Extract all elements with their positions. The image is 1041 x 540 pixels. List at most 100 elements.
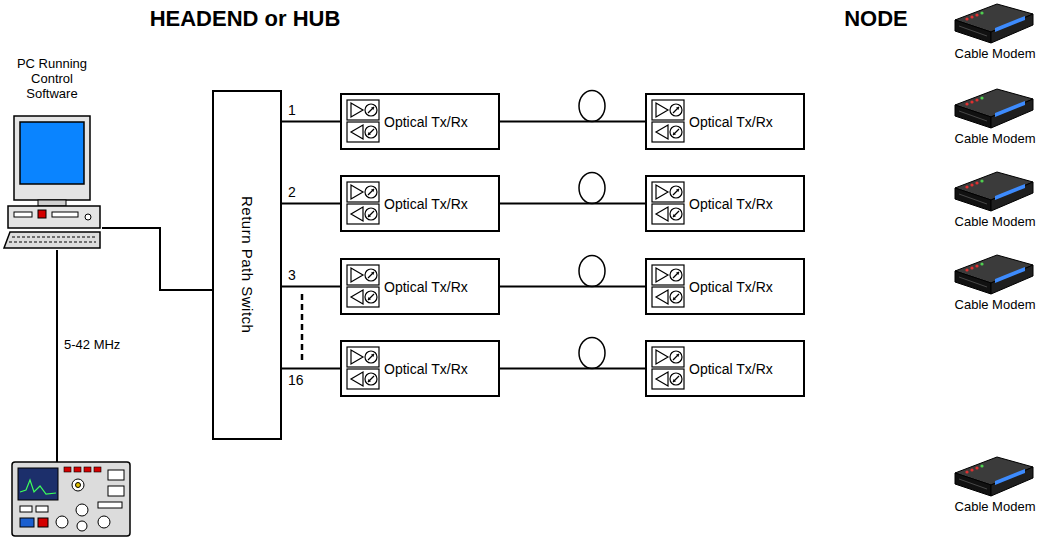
- transceiver-icon-part: [371, 107, 374, 110]
- transceiver-icon-part: [365, 104, 377, 116]
- cable-modem-icon-part: [955, 20, 991, 43]
- transceiver-icon-part: [351, 207, 363, 221]
- transceiver-icon-part: [670, 186, 682, 198]
- pc-illustration: [4, 116, 100, 248]
- cable-modem-icon: [951, 170, 1035, 212]
- cable-modem-icon-part: [995, 16, 1025, 32]
- transceiver-icon-part: [670, 373, 682, 385]
- signal-line: [500, 203, 645, 205]
- spectrum-analyzer-part: [84, 467, 91, 472]
- pc-illustration-part: [8, 206, 100, 228]
- transceiver-icon-part: [371, 272, 374, 275]
- transceiver-icon-part: [656, 290, 668, 304]
- transceiver-icon-part: [673, 214, 676, 217]
- device-caption: Cable Modem: [950, 499, 1040, 514]
- spectrum-analyzer-part: [12, 462, 130, 536]
- device-caption: PC Running Control Software: [2, 56, 102, 101]
- transceiver-icon-part: [347, 182, 379, 202]
- cable-modem-icon-part: [991, 99, 1033, 128]
- fiber-loop-part: [579, 91, 605, 122]
- transceiver-icon-part: [347, 100, 379, 120]
- cable-modem-icon-part: [975, 13, 978, 16]
- pc-illustration-part: [14, 116, 90, 200]
- device-caption: Cable Modem: [950, 297, 1040, 312]
- cable-modem-icon-part: [991, 182, 1033, 211]
- spectrum-analyzer-part: [38, 518, 48, 527]
- spectrum-analyzer-part: [77, 521, 87, 531]
- spectrum-analyzer-part: [20, 518, 34, 527]
- transceiver-icon-part: [652, 182, 684, 202]
- optical-transceiver-box: Optical Tx/Rx: [340, 175, 500, 232]
- transceiver-icon-part: [673, 379, 676, 382]
- transceiver-icon-part: [368, 132, 371, 135]
- box-label: Optical Tx/Rx: [689, 196, 773, 212]
- cable-modem-icon-part: [970, 100, 973, 103]
- spectrum-analyzer-part: [18, 468, 58, 500]
- transceiver-icon-part: [673, 297, 676, 300]
- transceiver-icon-part: [368, 297, 371, 300]
- fiber-loop-part: [579, 338, 605, 369]
- spectrum-analyzer-part: [76, 504, 88, 516]
- signal-line: [500, 121, 645, 123]
- transceiver-icon-part: [673, 294, 679, 300]
- pc-illustration-part: [9, 242, 96, 243]
- transceiver-icon-part: [652, 347, 684, 367]
- spectrum-analyzer-part: [108, 486, 124, 496]
- transceiver-icon-part: [347, 347, 379, 367]
- return-path-switch: Return Path Switch: [212, 90, 282, 440]
- box-label: Optical Tx/Rx: [689, 361, 773, 377]
- transceiver-icon: [345, 179, 381, 227]
- spectrum-analyzer-part: [72, 479, 84, 491]
- transceiver-icon-part: [670, 126, 682, 138]
- frequency-label: 5-42 MHz: [62, 337, 122, 352]
- cable-modem-icon: [951, 2, 1035, 44]
- transceiver-icon-part: [670, 104, 682, 116]
- transceiver-icon-part: [673, 107, 679, 113]
- cable-modem-icon-part: [955, 271, 991, 294]
- spectrum-analyzer-part: [74, 467, 81, 472]
- transceiver-icon-part: [347, 122, 379, 142]
- spectrum-analyzer-part: [56, 516, 68, 528]
- section-heading: NODE: [842, 6, 910, 32]
- pc-illustration-part: [12, 237, 96, 238]
- cable-modem-icon-part: [980, 179, 983, 182]
- spectrum-analyzer-part: [64, 467, 71, 472]
- transceiver-icon-part: [676, 354, 679, 357]
- transceiver-icon-part: [673, 376, 679, 382]
- transceiver-icon-part: [676, 272, 679, 275]
- transceiver-icon-part: [670, 269, 682, 281]
- cable-modem-icon-part: [970, 266, 973, 269]
- transceiver-icon-part: [368, 189, 374, 195]
- transceiver-icon-part: [670, 351, 682, 363]
- port-number: 2: [287, 184, 297, 200]
- transceiver-icon-part: [676, 107, 679, 110]
- transceiver-icon-part: [656, 125, 668, 139]
- transceiver-icon-part: [673, 354, 679, 360]
- transceiver-icon-part: [347, 369, 379, 389]
- cable-modem-icon-part: [980, 262, 983, 265]
- cable-modem-icon-part: [975, 466, 978, 469]
- cable-modem-icon-part: [995, 101, 1025, 117]
- transceiver-icon-part: [371, 354, 374, 357]
- cable-modem: Cable Modem: [950, 2, 1040, 64]
- transceiver-icon-part: [670, 208, 682, 220]
- optical-transceiver-box: Optical Tx/Rx: [645, 93, 805, 150]
- device-caption: Cable Modem: [950, 131, 1040, 146]
- cable-modem-icon-part: [970, 468, 973, 471]
- optical-transceiver-box: Optical Tx/Rx: [340, 93, 500, 150]
- transceiver-icon-part: [351, 185, 363, 199]
- transceiver-icon-part: [656, 185, 668, 199]
- transceiver-icon-part: [368, 272, 374, 278]
- cable-modem-icon: [951, 253, 1035, 295]
- cable-modem-icon-part: [991, 467, 1033, 496]
- fiber-loop-part: [579, 173, 605, 204]
- transceiver-icon-part: [652, 204, 684, 224]
- signal-line: [282, 121, 340, 123]
- transceiver-icon-part: [368, 376, 374, 382]
- transceiver-icon-part: [368, 211, 374, 217]
- spectrum-analyzer-part: [20, 506, 32, 512]
- cable-modem-icon: [951, 87, 1035, 129]
- optical-transceiver-box: Optical Tx/Rx: [340, 258, 500, 315]
- transceiver-icon-part: [365, 373, 377, 385]
